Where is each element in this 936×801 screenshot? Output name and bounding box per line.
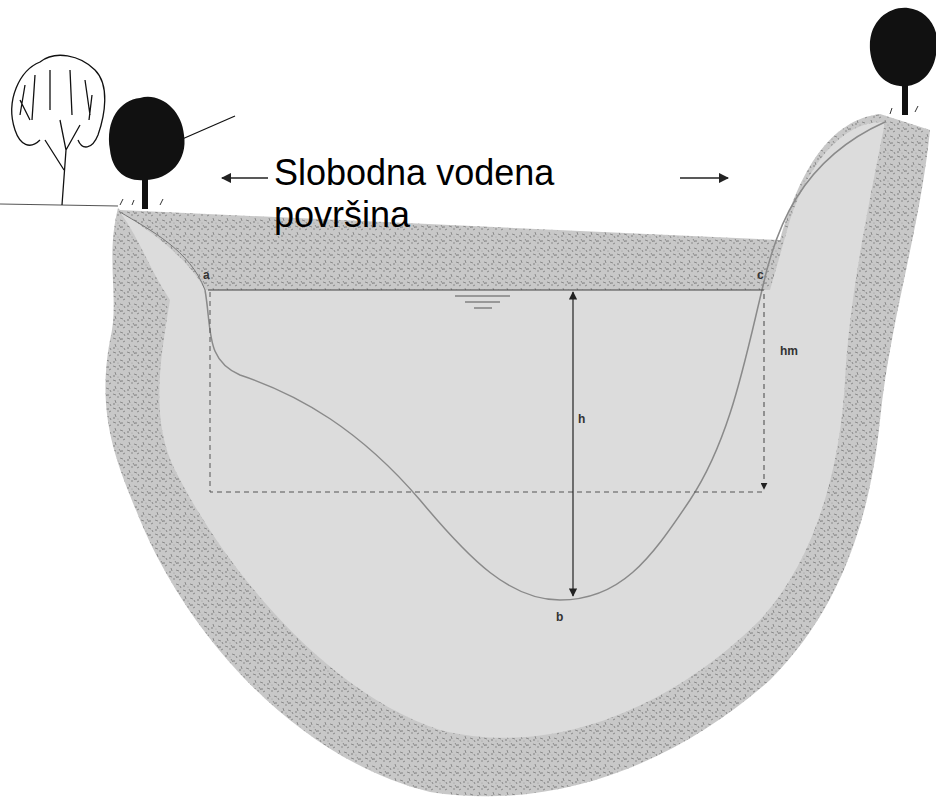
tree <box>870 8 936 115</box>
water-symbol <box>455 296 510 308</box>
pointer-arrow <box>680 177 728 179</box>
willow-tree <box>12 55 105 205</box>
point-label: b <box>556 610 563 624</box>
bank-edge <box>120 212 205 290</box>
bank-lining <box>120 122 885 738</box>
dimension-label: hm <box>780 344 798 358</box>
point-label: a <box>203 268 210 282</box>
surface-label: Slobodna vodena površina <box>274 152 674 236</box>
h-arrow <box>572 292 573 596</box>
dimension-label: h <box>578 412 585 426</box>
channel-bed <box>205 122 885 600</box>
mean-depth-rect <box>210 292 765 492</box>
point-label: c <box>757 268 764 282</box>
hm-arrow <box>764 294 765 489</box>
tree <box>109 97 235 209</box>
pointer-arrow <box>222 177 268 179</box>
water-surface <box>208 289 764 290</box>
soil-layer <box>105 114 930 796</box>
ground-line <box>0 204 118 206</box>
